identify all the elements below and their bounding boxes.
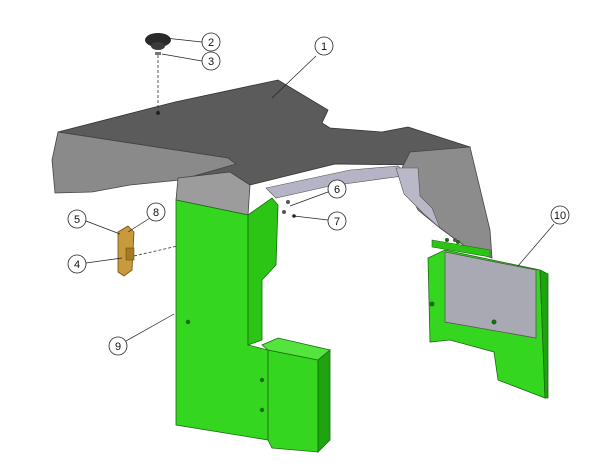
fastener-7-dot (292, 214, 296, 218)
callout-label-3: 3 (208, 56, 214, 68)
callout-balloon-2 (201, 32, 221, 52)
roof-hole (282, 210, 286, 214)
callout-balloon-3 (201, 51, 221, 71)
callout-balloon-8 (146, 202, 166, 222)
right-panel-flange (539, 269, 549, 399)
right-side-panel (427, 238, 549, 399)
callout-label-7: 7 (334, 216, 340, 228)
knob-hole (156, 111, 160, 115)
callout-label-6: 6 (334, 184, 340, 196)
panel-hole (491, 319, 497, 325)
panel-hole (185, 319, 191, 325)
leader-line-1 (271, 55, 317, 99)
leader-line-5 (85, 220, 121, 235)
panel-hole (259, 407, 265, 413)
bracket-clip (125, 247, 135, 261)
leader-line-4 (85, 257, 123, 264)
knob (145, 33, 171, 47)
callouts: 1 2 3 4 5 6 7 8 9 (67, 32, 570, 356)
right-panel-top-bar (431, 239, 491, 258)
callout-balloon-7 (327, 211, 347, 231)
callout-label-5: 5 (74, 214, 80, 226)
leader-line-7 (293, 215, 329, 221)
callout-balloon-4 (67, 254, 87, 274)
left-panel-lower-side (317, 349, 331, 453)
roof-lip-left (175, 171, 251, 216)
roof-panel (51, 79, 493, 259)
panel-hole (445, 238, 449, 242)
roof-front-face (51, 131, 237, 194)
callout-label-1: 1 (321, 41, 327, 53)
panel-hole (456, 240, 460, 244)
callout-label-4: 4 (74, 259, 80, 271)
left-panel-lower-box (267, 349, 319, 453)
leader-line-2 (164, 37, 203, 43)
callout-label-9: 9 (115, 341, 121, 353)
knob-assembly (145, 33, 171, 115)
callout-balloon-9 (108, 336, 128, 356)
roof-hole (286, 200, 290, 204)
leader-line-3 (161, 53, 203, 62)
roof-hole (453, 238, 457, 242)
washer (155, 52, 161, 55)
leader-line-10 (517, 223, 555, 267)
callout-label-10: 10 (554, 210, 566, 222)
right-panel-plate (444, 251, 537, 339)
left-panel-flange (247, 197, 279, 346)
callout-label-2: 2 (208, 37, 214, 49)
callout-balloon-1 (314, 36, 334, 56)
roof-right-drop-inner (395, 167, 441, 229)
leader-line-8 (127, 217, 151, 233)
knob-base (151, 42, 165, 50)
leader-line-6 (289, 191, 329, 207)
callout-balloon-6 (327, 179, 347, 199)
callout-balloon-5 (67, 209, 87, 229)
callout-balloon-10 (550, 205, 570, 225)
callout-label-8: 8 (153, 207, 159, 219)
left-side-panel (175, 197, 331, 453)
panel-hole (259, 377, 265, 383)
panel-hole (429, 301, 435, 307)
leader-line-9 (125, 313, 175, 342)
